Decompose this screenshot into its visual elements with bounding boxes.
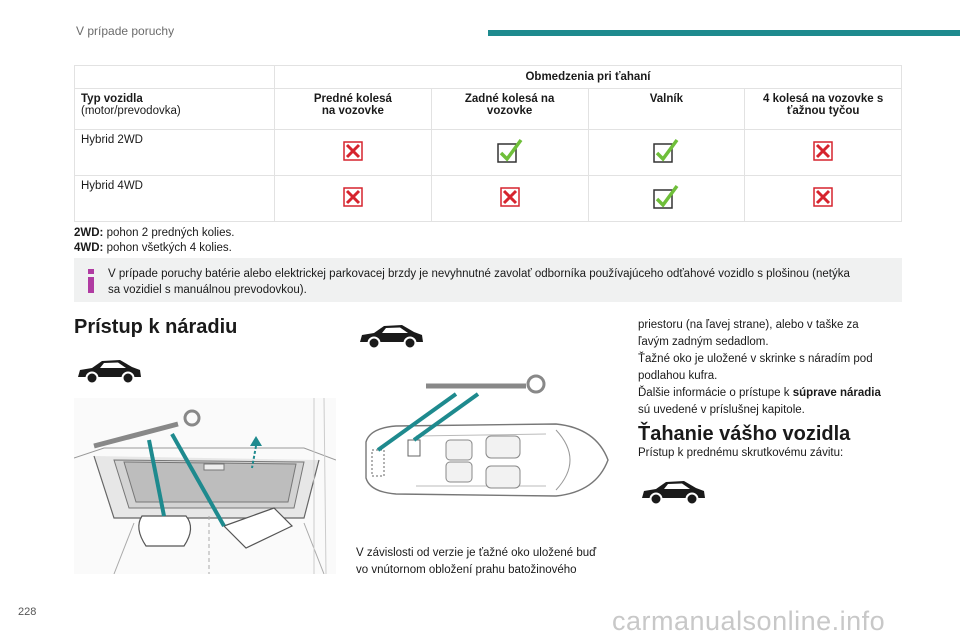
mark-cell (430, 175, 589, 222)
watermark: carmanualsonline.info (612, 606, 886, 636)
col-header-four-l1: 4 kolesá na vozovke s (763, 93, 884, 105)
mark-cell (274, 175, 432, 222)
col-header-four: 4 kolesá na vozovke s ťažnou tyčou (744, 88, 902, 130)
tools-heading: Prístup k náradiu (74, 316, 238, 338)
col-header-rear-l1: Zadné kolesá na (464, 93, 555, 105)
definition-2wd: 2WD: pohon 2 predných kolies. (74, 226, 234, 241)
tool-kit-link-text: súprave náradia (792, 387, 881, 399)
caption-line1: V závislosti od verzie je ťažné oko ulož… (356, 547, 597, 559)
cross-icon (499, 187, 520, 207)
restrictions-title: Obmedzenia pri ťahaní (274, 65, 902, 89)
towing-text: Prístup k prednému skrutkovému závitu: (638, 447, 844, 459)
check-icon (653, 184, 679, 209)
car-topview-illustration (365, 374, 609, 497)
right-line5: Ďalšie informácie o prístupe k súprave n… (638, 385, 902, 402)
caption-line2: vo vnútornom obložení prahu batožinového (356, 564, 577, 576)
right-line2: ľavým zadným sedadlom. (638, 336, 769, 348)
page-number: 228 (18, 606, 37, 618)
col-header-front-l2: na vozovke (321, 105, 384, 117)
info-note-line1: V prípade poruchy batérie alebo elektric… (108, 268, 850, 280)
check-icon (496, 138, 523, 163)
header-accent-bar (488, 30, 960, 36)
col-header-four-l2: ťažnou tyčou (786, 105, 860, 117)
info-note: V prípade poruchy batérie alebo elektric… (74, 258, 902, 302)
towing-eye-caption: V závislosti od verzie je ťažné oko ulož… (356, 545, 596, 579)
cross-icon (343, 187, 363, 207)
col-header-rear: Zadné kolesá na vozovke (430, 88, 589, 130)
right-line1: priestoru (na ľavej strane), alebo v taš… (638, 319, 859, 331)
trunk-illustration (74, 398, 336, 574)
towing-restrictions-table: Obmedzenia pri ťahaní Typ vozidla (motor… (74, 65, 902, 222)
table-row: Hybrid 4WD (74, 175, 902, 222)
towing-heading: Ťahanie vášho vozidla (638, 423, 851, 445)
cross-icon (813, 141, 833, 161)
col-header-front: Predné kolesá na vozovke (274, 88, 432, 130)
mark-cell (744, 129, 902, 176)
col-header-type-sub: (motor/prevodovka) (81, 105, 181, 117)
car-silhouette-icon (360, 325, 423, 350)
info-icon (88, 269, 94, 293)
tools-right-paragraph: priestoru (na ľavej strane), alebo v taš… (638, 317, 902, 419)
col-header-front-l1: Predné kolesá (313, 93, 392, 105)
col-header-type-label: Typ vozidla (81, 93, 143, 105)
right-line6: sú uvedené v príslušnej kapitole. (638, 404, 805, 416)
cross-icon (813, 187, 833, 207)
mark-cell (744, 175, 902, 222)
info-note-line2: sa vozidiel s manuálnou prevodovkou). (108, 284, 307, 296)
row-type-label: Hybrid 2WD (74, 129, 275, 176)
car-silhouette-icon (642, 481, 705, 506)
right-line3: Ťažné oko je uložené v skrinke s náradím… (638, 353, 873, 365)
col-header-flatbed: Valník (587, 88, 746, 130)
cross-icon (343, 141, 363, 161)
row-type-label: Hybrid 4WD (74, 175, 275, 222)
definition-4wd-text: pohon všetkých 4 kolies. (103, 242, 232, 254)
definition-2wd-term: 2WD: (74, 227, 104, 239)
table-row: Hybrid 2WD (74, 129, 902, 176)
definition-4wd-term: 4WD: (74, 242, 104, 254)
info-note-text: V prípade poruchy batérie alebo elektric… (108, 266, 888, 298)
right-line5-pre: Ďalšie informácie o prístupe k (638, 387, 793, 399)
mark-cell (274, 129, 432, 176)
definition-2wd-text: pohon 2 predných kolies. (103, 227, 235, 239)
table-corner-cell (74, 65, 275, 89)
section-header: V prípade poruchy (76, 24, 175, 38)
mark-cell (587, 129, 746, 176)
car-silhouette-icon (78, 360, 141, 385)
mark-cell (430, 129, 589, 176)
mark-cell (587, 175, 746, 222)
check-icon (653, 138, 679, 163)
definition-4wd: 4WD: pohon všetkých 4 kolies. (74, 241, 234, 256)
drive-definitions: 2WD: pohon 2 predných kolies. 4WD: pohon… (74, 226, 234, 256)
col-header-rear-l2: vozovke (486, 105, 533, 117)
col-header-type: Typ vozidla (motor/prevodovka) (74, 88, 275, 130)
right-line4: podlahou kufra. (638, 370, 718, 382)
